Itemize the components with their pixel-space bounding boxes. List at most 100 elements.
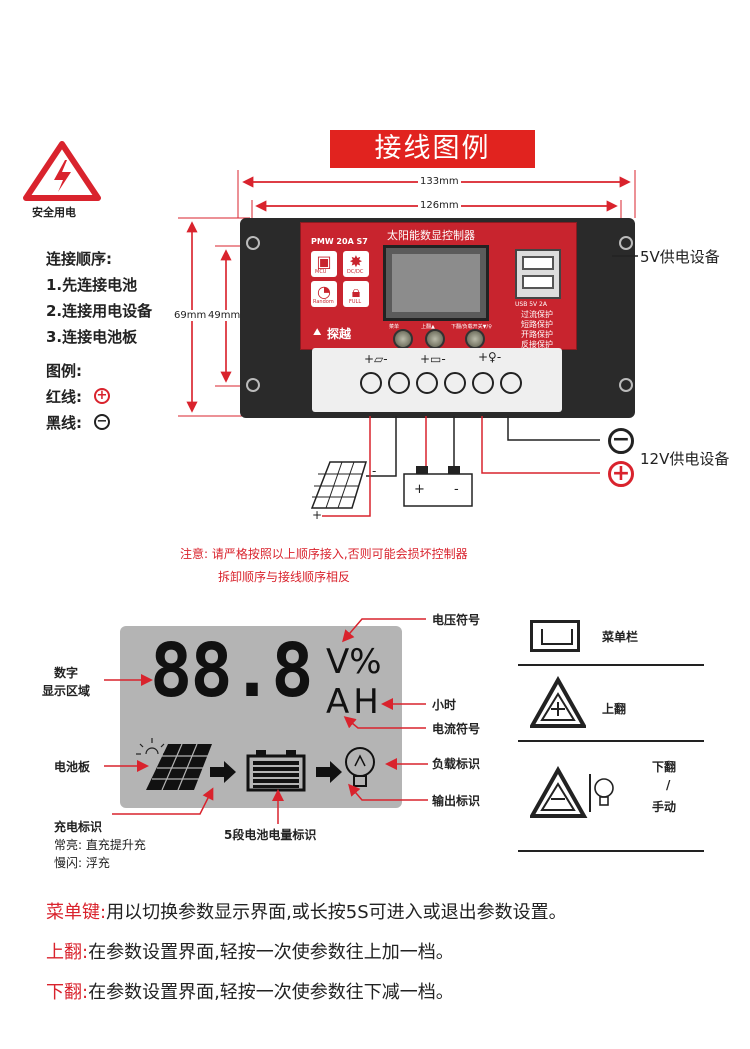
controller-model: PMW 20A S7 <box>311 237 368 246</box>
high-voltage-warning: 安全用电 <box>22 140 102 220</box>
page-title: 接线图例 <box>330 130 535 168</box>
legend-red-line: 红线: <box>46 388 82 406</box>
button-label: 上翻▲ <box>421 324 435 330</box>
usb-port <box>515 249 561 299</box>
bottom-note: 下翻:在参数设置界面,轻按一次使参数往下减一档。 <box>46 978 454 1004</box>
menu-icon <box>530 620 580 652</box>
bottom-note-text: 在参数设置界面,轻按一次使参数往上加一档。 <box>88 942 454 963</box>
icon-label: MCU <box>315 269 327 275</box>
legend-manual: 手动 <box>652 800 677 814</box>
clock-icon: ◔ <box>311 281 337 307</box>
legend-heading: 图例: <box>46 362 82 380</box>
battery-terminal-symbol: +▭- <box>420 352 446 366</box>
label-load-indicator: 负载标识 <box>432 757 481 771</box>
icon-label: DC/DC <box>347 269 364 275</box>
dim-width-inner: 126mm <box>418 200 461 211</box>
chip-icon: ▣ <box>311 251 337 277</box>
terminal-screw[interactable] <box>360 372 382 394</box>
controller-body: PMW 20A S7 太阳能数显控制器 ▣ MCU ✸ DC/DC ◔ Rand… <box>240 218 635 418</box>
brand-name: 探越 <box>327 327 352 341</box>
panel-terminal-symbol: +▱- <box>364 352 388 366</box>
instruction-step: 1.先连接电池 <box>46 276 138 294</box>
plus-icon: + <box>94 388 110 404</box>
instructions-heading: 连接顺序: <box>46 250 112 268</box>
down-arrow-icon <box>530 766 614 818</box>
terminal-screw[interactable] <box>388 372 410 394</box>
icon-label: FULL <box>349 299 362 305</box>
protection-label: 反接保护 <box>521 340 553 349</box>
bottom-note: 菜单键:用以切换参数显示界面,或长按5S可进入或退出参数设置。 <box>46 898 567 924</box>
label-charge-steady: 常亮: 直充提升充 <box>54 838 146 852</box>
minus-icon: − <box>94 414 110 430</box>
protection-label: 开路保护 <box>521 330 553 339</box>
label-output-indicator: 输出标识 <box>432 794 481 808</box>
plus-icon: + <box>608 461 634 487</box>
bottom-note-key: 下翻: <box>46 982 89 1003</box>
buttons-legend: 菜单栏 上翻 下翻 / 手动 <box>518 606 704 856</box>
bottom-note-text: 用以切换参数显示界面,或长按5S可进入或退出参数设置。 <box>106 902 567 923</box>
battery-plus: + <box>414 482 425 497</box>
label-voltage-symbol: 电压符号 <box>432 613 481 627</box>
bottom-note-key: 上翻: <box>46 942 89 963</box>
protection-label: 过流保护 <box>521 310 553 319</box>
terminal-screw[interactable] <box>416 372 438 394</box>
label-digit-area: 显示区域 <box>42 684 91 698</box>
label-battery-level: 5段电池电量标识 <box>224 828 317 842</box>
label-charge-indicator: 充电标识 <box>54 820 103 834</box>
legend-menu: 菜单栏 <box>602 630 639 644</box>
dim-height-outer: 69mm <box>174 310 207 321</box>
controller-screen <box>383 245 489 321</box>
note-line-2: 拆卸顺序与接线顺序相反 <box>218 570 351 584</box>
legend-up: 上翻 <box>602 702 627 716</box>
button-label: 菜单 <box>389 324 400 330</box>
bottom-note-key: 菜单键: <box>46 902 107 923</box>
mount-hole <box>246 378 260 392</box>
load-terminal-symbol: +♀- <box>478 350 502 364</box>
panel-minus: - <box>372 464 377 478</box>
up-arrow-icon <box>530 676 586 728</box>
bottom-note-text: 在参数设置界面,轻按一次使参数往下减一档。 <box>88 982 454 1003</box>
controller-name: 太阳能数显控制器 <box>387 229 475 242</box>
icon-label: Random <box>313 299 334 305</box>
lcd-unit-current: AH <box>326 682 383 722</box>
label-current-symbol: 电流符号 <box>432 722 481 736</box>
instruction-step: 3.连接电池板 <box>46 328 138 346</box>
dim-width-outer: 133mm <box>418 176 461 187</box>
bottom-note: 上翻:在参数设置界面,轻按一次使参数往上加一档。 <box>46 938 454 964</box>
brand-logo-icon: ⛰ <box>313 327 322 338</box>
legend-down-sep: / <box>666 778 671 792</box>
wiring-diagram <box>310 255 638 517</box>
legend-down: 下翻 <box>652 760 677 774</box>
usb-device-label: 5V供电设备 <box>640 248 720 266</box>
gear-icon: ✸ <box>343 251 369 277</box>
label-hour: 小时 <box>432 698 457 712</box>
panel-plus: + <box>312 508 323 522</box>
terminal-screw[interactable] <box>472 372 494 394</box>
terminal-screw[interactable] <box>500 372 522 394</box>
terminal-screw[interactable] <box>444 372 466 394</box>
label-digit-area: 数字 <box>54 666 79 680</box>
mount-hole <box>246 236 260 250</box>
lcd-unit-voltage: V% <box>326 642 382 682</box>
high-voltage-icon <box>23 141 101 201</box>
warning-label: 安全用电 <box>32 206 76 219</box>
button-label: 下翻/负载开关▼/♀ <box>451 324 492 330</box>
controller-face: PMW 20A S7 太阳能数显控制器 ▣ MCU ✸ DC/DC ◔ Rand… <box>300 222 577 350</box>
lcd-callout-lines <box>104 618 428 824</box>
legend-black-line: 黑线: <box>46 414 82 432</box>
usb-label: USB 5V 2A <box>515 301 547 308</box>
instruction-step: 2.连接用电设备 <box>46 302 153 320</box>
mount-hole <box>619 378 633 392</box>
protection-label: 短路保护 <box>521 320 553 329</box>
dc-device-label: 12V供电设备 <box>640 450 730 468</box>
note-line-1: 注意: 请严格按照以上顺序接入,否则可能会损坏控制器 <box>180 547 468 561</box>
minus-icon: − <box>608 428 634 454</box>
label-panel: 电池板 <box>54 760 91 774</box>
lcd-digits: 88.8 <box>150 628 314 714</box>
mount-hole <box>619 236 633 250</box>
label-charge-blink: 慢闪: 浮充 <box>54 856 110 870</box>
dim-height-inner: 49mm <box>208 310 241 321</box>
terminal-block: +▱- +▭- +♀- <box>312 348 562 412</box>
lock-icon: 🔒︎ <box>343 281 369 307</box>
battery-minus: - <box>454 482 459 497</box>
